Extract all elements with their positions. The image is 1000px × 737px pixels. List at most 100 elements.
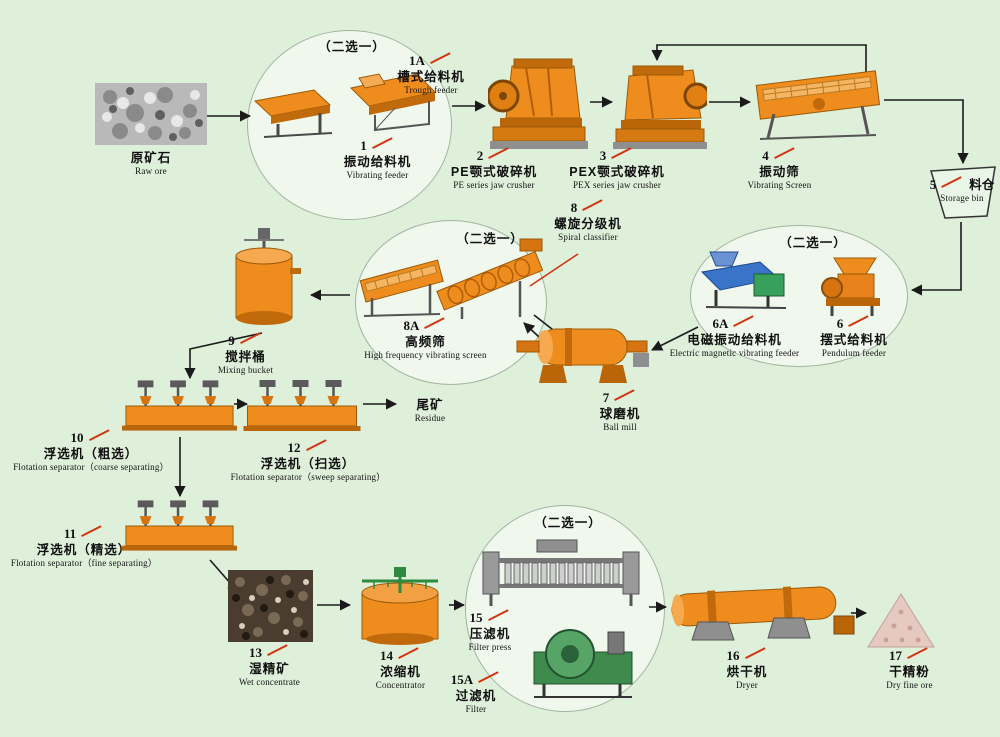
red-tick [582, 199, 603, 211]
ball-mill-illustration [515, 313, 650, 389]
label-spiral-classifier: 8 螺旋分级机 Spiral classifier [532, 199, 644, 243]
red-tick [614, 389, 635, 401]
node-name-zh: 螺旋分级机 [554, 217, 622, 231]
node-name-en: Concentrator [375, 680, 426, 691]
pex-jaw-crusher-illustration [613, 62, 707, 152]
node-name-en: PEX series jaw crusher [572, 180, 662, 191]
node-name-zh: 高频筛 [405, 335, 446, 349]
filter-illustration [524, 618, 642, 700]
concentrator-illustration [354, 563, 446, 649]
node-number: 6A [712, 316, 729, 331]
node-name-en: Flotation separator（fine separating） [10, 558, 158, 569]
choose-one-label-filters: （二选一） [534, 516, 602, 530]
mixing-bucket-illustration [224, 226, 304, 332]
node-number: 15A [450, 672, 474, 687]
choose-one-label-classifiers: （二选一） [456, 232, 524, 246]
node-name-en: Dryer [736, 680, 758, 691]
node-name-en: High frequency vibrating screen [364, 350, 487, 361]
node-number: 3 [599, 148, 607, 163]
node-name-zh: 过滤机 [455, 689, 497, 703]
node-name-en: Spiral classifier [558, 232, 618, 243]
red-tick [848, 315, 869, 327]
node-number: 4 [762, 148, 769, 163]
label-ball-mill: 7 球磨机 Ball mill [580, 389, 660, 433]
red-tick [398, 647, 419, 659]
node-name-zh: 槽式给料机 [397, 70, 465, 84]
wet-concentrate-image [228, 570, 313, 642]
node-name-zh: PEX颚式破碎机 [569, 165, 665, 179]
node-name-en: Electric magnetic vibrating feeder [669, 348, 800, 359]
pendulum-feeder-illustration [812, 256, 896, 318]
node-name-en: PE series jaw crusher [453, 180, 535, 191]
flotation-coarse-illustration [122, 378, 237, 434]
node-name-en: Flotation separator（sweep separating） [230, 472, 386, 483]
dry-fine-ore-pile [866, 590, 936, 650]
node-number: 12 [287, 440, 301, 455]
choose-one-label-feeders: （二选一） [318, 40, 386, 54]
high-frequency-screen-illustration [356, 248, 448, 320]
node-name-zh: 湿精矿 [249, 662, 290, 676]
node-name-zh: 原矿石 [130, 151, 172, 165]
storage-bin-shape [925, 166, 997, 220]
node-name-en: Pendulum feeder [821, 348, 887, 359]
node-number: 1 [360, 138, 367, 153]
label-pex-jaw-crusher: 3 PEX颚式破碎机 PEX series jaw crusher [558, 147, 676, 191]
node-name-en: Mixing bucket [217, 365, 274, 376]
node-name-zh: 浮选机（粗选） [43, 447, 139, 461]
node-name-zh: 料仓 [969, 178, 995, 192]
node-name-en: Raw ore [135, 166, 167, 177]
node-number: 16 [726, 648, 740, 663]
label-vibrating-feeder: 1 振动给料机 Vibrating feeder [330, 137, 425, 181]
node-number: 8A [403, 318, 420, 333]
node-name-en: Vibrating Screen [747, 180, 812, 191]
label-storage-bin: 5 料仓 Storage bin [926, 174, 998, 204]
flotation-sweep-illustration [243, 378, 361, 434]
node-name-en: Trough feeder [404, 85, 458, 96]
label-flotation-coarse: 10 浮选机（粗选） Flotation separator（coarse se… [0, 429, 182, 473]
label-vibrating-screen: 4 振动筛 Vibrating Screen [722, 147, 837, 191]
red-tick [430, 52, 451, 64]
node-number: 2 [476, 148, 484, 163]
label-high-frequency-screen: 8A 高频筛 High frequency vibrating screen [358, 317, 493, 361]
node-number: 7 [602, 390, 610, 405]
red-tick [733, 315, 755, 327]
red-tick [239, 332, 261, 344]
node-name-zh: 干精粉 [889, 665, 930, 679]
vibrating-screen-illustration [752, 62, 884, 144]
node-name-zh: 烘干机 [726, 665, 768, 679]
node-number: 8 [570, 200, 578, 215]
red-tick [267, 644, 288, 656]
node-number: 10 [70, 430, 84, 445]
red-tick [88, 429, 110, 441]
node-number: 5 [929, 177, 937, 192]
pe-jaw-crusher-illustration [488, 56, 588, 152]
node-name-zh: 振动给料机 [343, 155, 412, 169]
node-name-zh: 压滤机 [469, 627, 511, 641]
node-name-en: Flotation separator（coarse separating） [13, 462, 169, 473]
filter-press-illustration [477, 538, 645, 610]
label-dry-fine-ore: 17 干精粉 Dry fine ore [862, 647, 957, 691]
node-number: 11 [63, 526, 77, 541]
red-tick [941, 176, 962, 188]
label-wet-concentrate: 13 湿精矿 Wet concentrate [212, 644, 327, 688]
node-name-zh: 浓缩机 [380, 665, 421, 679]
node-number: 6 [836, 316, 844, 331]
label-filter-press: 15 压滤机 Filter press [446, 609, 534, 653]
node-number: 15 [469, 610, 483, 625]
label-filter: 15A 过滤机 Filter [432, 671, 520, 715]
node-number: 9 [228, 333, 235, 348]
node-name-en: Filter [465, 704, 487, 715]
node-name-en: Storage bin [940, 193, 984, 203]
label-flotation-fine: 11 浮选机（精选） Flotation separator（fine sepa… [0, 525, 168, 569]
node-number: 14 [380, 648, 393, 663]
label-residue: 尾矿 Residue [398, 397, 462, 424]
raw-ore-image [95, 83, 207, 145]
red-tick [424, 317, 446, 329]
choose-one-label-fine-feeders: （二选一） [779, 236, 847, 250]
node-number: 17 [889, 648, 902, 663]
label-concentrator: 14 浓缩机 Concentrator [348, 647, 453, 691]
node-name-en: Vibrating feeder [346, 170, 409, 181]
red-tick [488, 147, 509, 159]
node-name-en: Wet concentrate [239, 677, 300, 688]
red-tick [305, 439, 327, 451]
